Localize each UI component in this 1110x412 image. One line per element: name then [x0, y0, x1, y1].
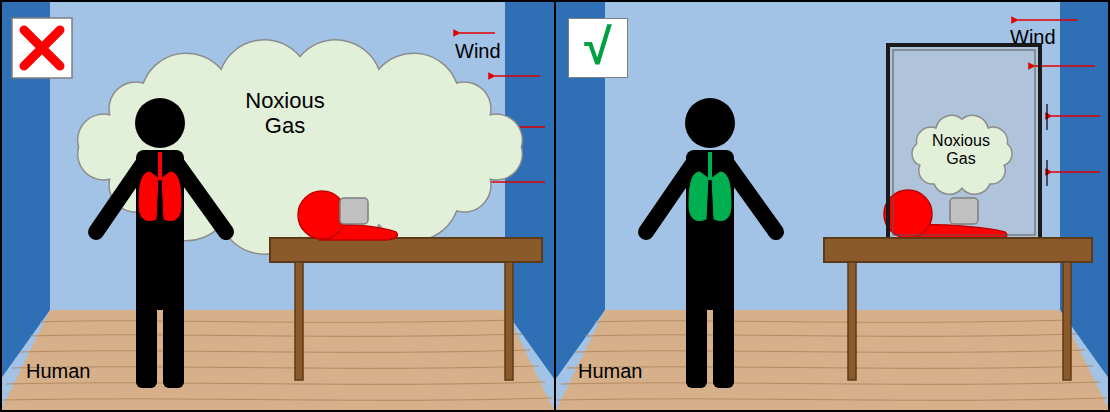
cloud-outline — [50, 28, 550, 266]
gas-label: Noxious Gas — [240, 88, 330, 139]
block-tick — [1046, 160, 1047, 186]
right-room — [555, 0, 1110, 412]
human-arm — [178, 165, 226, 232]
human-head — [685, 98, 735, 148]
human-label: Human — [578, 360, 642, 383]
human-arm — [728, 165, 776, 232]
human-arm — [96, 165, 142, 232]
table — [824, 238, 1092, 380]
table-top — [824, 238, 1092, 262]
panel-divider — [554, 0, 556, 412]
wind-block-ticks — [1046, 104, 1047, 186]
wind-label: Wind — [1010, 26, 1056, 49]
left-room — [0, 0, 555, 412]
glass-enclosure-fill — [888, 45, 1040, 240]
human-figure — [646, 98, 776, 388]
human-torso — [136, 150, 184, 310]
glass-enclosure — [888, 45, 1040, 240]
wood-floor — [0, 310, 555, 412]
wind-arrow — [488, 181, 545, 183]
check-box: √ — [568, 18, 628, 78]
table-top — [270, 238, 542, 262]
wind-arrow — [1018, 19, 1078, 21]
wall-right — [505, 0, 555, 380]
human-leg — [136, 290, 157, 388]
wind-arrow — [1052, 171, 1100, 173]
wood-grain — [2, 320, 552, 400]
wall-right — [1060, 0, 1110, 380]
wood-grain — [557, 320, 1107, 400]
table-leg — [505, 262, 513, 380]
wall-back — [555, 0, 1110, 412]
wind-label: Wind — [455, 40, 501, 63]
lungs-damaged — [139, 152, 181, 221]
wall-back — [0, 0, 555, 412]
human-label: Human — [26, 360, 90, 383]
table-leg — [1063, 262, 1071, 380]
human-figure — [96, 98, 226, 388]
table — [270, 238, 542, 380]
cross-mark — [24, 30, 60, 66]
human-arm — [646, 165, 692, 232]
check-mark: √ — [569, 19, 627, 76]
gas-label: Noxious Gas — [925, 132, 997, 169]
human-leg — [686, 290, 707, 388]
human-leg — [163, 290, 184, 388]
lungs-healthy — [689, 152, 731, 221]
table-leg — [848, 262, 856, 380]
table-leg — [295, 262, 303, 380]
human-leg — [713, 290, 734, 388]
gas-cloud: Noxious Gas — [903, 108, 1021, 202]
block-tick — [1046, 104, 1047, 130]
soft-robot — [884, 190, 1007, 240]
wood-floor — [555, 310, 1110, 412]
human-torso — [686, 150, 734, 310]
wind-arrow — [495, 75, 540, 77]
wind-arrow — [460, 32, 495, 34]
wind-arrow — [1052, 115, 1100, 117]
human-head — [135, 98, 185, 148]
wind-arrow — [1035, 65, 1095, 67]
gas-cloud: Noxious Gas — [50, 28, 550, 266]
glass-enclosure-inner — [893, 50, 1035, 235]
cross-box — [12, 18, 72, 78]
soft-robot — [298, 191, 397, 240]
